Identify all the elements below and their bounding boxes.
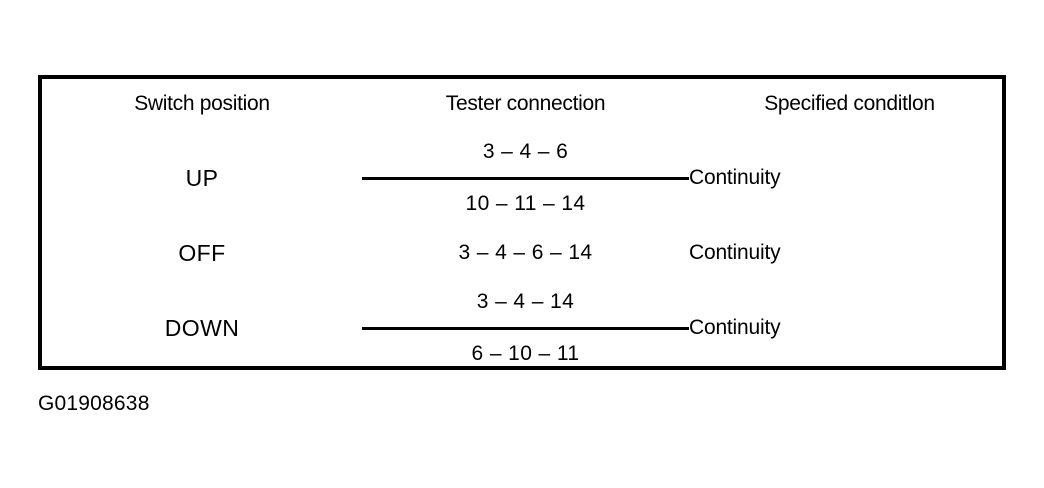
- switch-continuity-table: Switch position Tester connection Specif…: [42, 79, 1010, 378]
- figure-id-caption: G01908638: [38, 392, 150, 415]
- tester-connection-value: 10 – 11 – 14: [465, 191, 586, 215]
- cell-tester-connection: 3 – 4 – 6 – 14: [458, 241, 593, 264]
- cell-switch-position: OFF: [178, 239, 226, 266]
- table-row: UP 3 – 4 – 6 10 – 11 – 14 Continuity: [42, 128, 1010, 228]
- column-header-tester-connection: Tester connection: [445, 91, 606, 115]
- tester-connection-value: 6 – 10 – 11: [471, 341, 580, 365]
- cell-specified-condition: Continuity: [689, 316, 781, 339]
- table-row: OFF 3 – 4 – 6 – 14 Continuity: [42, 228, 1010, 278]
- specification-table: Switch position Tester connection Specif…: [38, 75, 1006, 370]
- tester-connection-stack: 3 – 4 – 6 10 – 11 – 14: [362, 128, 689, 228]
- column-header-specified-condition: Specified conditlon: [764, 91, 935, 115]
- tester-connection-stack: 3 – 4 – 14 6 – 10 – 11: [362, 278, 689, 378]
- table-header-row: Switch position Tester connection Specif…: [42, 79, 1010, 128]
- cell-switch-position: UP: [185, 164, 219, 191]
- table-header: Switch position Tester connection Specif…: [42, 79, 1010, 128]
- cell-tester-connection: 3 – 4 – 14 6 – 10 – 11: [362, 278, 689, 378]
- tester-connection-value: 3 – 4 – 6: [362, 128, 689, 180]
- cell-tester-connection: 3 – 4 – 6 10 – 11 – 14: [362, 128, 689, 228]
- column-header-switch-position: Switch position: [134, 91, 270, 115]
- table-row: DOWN 3 – 4 – 14 6 – 10 – 11 Continuity: [42, 278, 1010, 378]
- cell-specified-condition: Continuity: [689, 241, 781, 264]
- cell-switch-position: DOWN: [164, 314, 240, 341]
- table-body: UP 3 – 4 – 6 10 – 11 – 14 Continuity OFF…: [42, 128, 1010, 378]
- tester-connection-value: 3 – 4 – 14: [362, 278, 689, 330]
- cell-specified-condition: Continuity: [689, 166, 781, 189]
